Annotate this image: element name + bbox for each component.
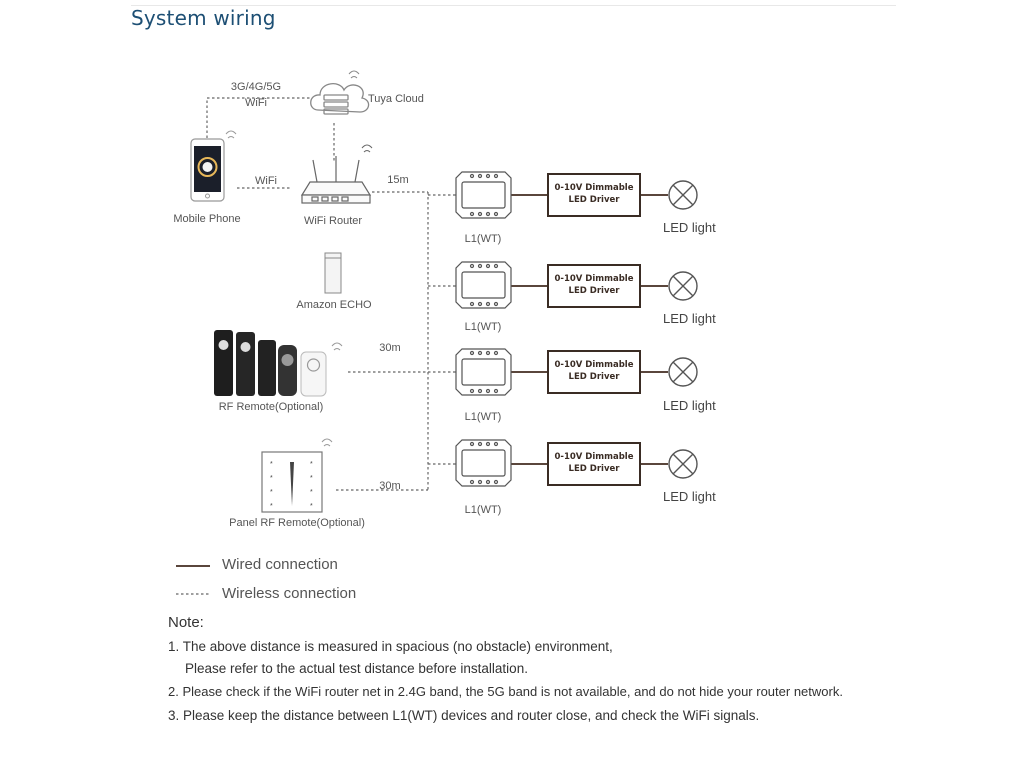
cloud-label: Tuya Cloud xyxy=(368,93,424,105)
panel-remote-label: Panel RF Remote(Optional) xyxy=(229,517,365,529)
svg-text:*: * xyxy=(270,503,273,510)
note-line-1: 1. The above distance is measured in spa… xyxy=(168,639,613,654)
device-label: L1(WT) xyxy=(464,321,502,333)
note-line-3: 3. Please keep the distance between L1(W… xyxy=(168,708,760,723)
wired-lines xyxy=(511,194,668,465)
legend-wireless-label: Wireless connection xyxy=(222,585,357,602)
lamp-icon xyxy=(668,180,698,479)
distance-panel-remote: 30m xyxy=(379,480,401,492)
phone-wifi-label: WiFi xyxy=(255,175,277,187)
rf-remote-label: RF Remote(Optional) xyxy=(218,401,324,413)
led-light-label: LED light xyxy=(663,311,716,326)
cloud-phone-link xyxy=(206,97,312,138)
router-label: WiFi Router xyxy=(303,215,363,227)
phone-icon xyxy=(190,130,237,202)
distance-router: 15m xyxy=(387,174,409,186)
echo-icon xyxy=(324,252,342,294)
svg-text:*: * xyxy=(310,461,313,468)
svg-text:*: * xyxy=(270,475,273,482)
router-icon xyxy=(300,144,373,204)
page-title: System wiring xyxy=(131,6,276,30)
device-label: L1(WT) xyxy=(464,504,502,516)
note-heading: Note: xyxy=(168,614,204,631)
echo-label: Amazon ECHO xyxy=(296,299,372,311)
cloud-icon xyxy=(310,70,370,115)
wireless-lines xyxy=(206,97,456,491)
controller-icon xyxy=(455,171,512,487)
network-label: 3G/4G/5G xyxy=(230,81,282,93)
svg-text:*: * xyxy=(310,503,313,510)
top-rule xyxy=(131,5,896,6)
device-label: L1(WT) xyxy=(464,411,502,423)
distance-rf-remote: 30m xyxy=(379,342,401,354)
note-line-1b: Please refer to the actual test distance… xyxy=(185,661,528,676)
phone-label: Mobile Phone xyxy=(173,213,241,225)
legend-wired-label: Wired connection xyxy=(222,556,338,573)
note-line-2: 2. Please check if the WiFi router net i… xyxy=(168,684,843,699)
device-label: L1(WT) xyxy=(464,233,502,245)
led-light-label: LED light xyxy=(663,220,716,235)
network-wifi-label: WiFi xyxy=(245,97,267,109)
panel-remote-icon: * * * * * * * * xyxy=(261,438,333,513)
svg-text:*: * xyxy=(310,475,313,482)
svg-text:*: * xyxy=(270,489,273,496)
led-light-label: LED light xyxy=(663,398,716,413)
svg-text:*: * xyxy=(270,461,273,468)
svg-text:*: * xyxy=(310,489,313,496)
rf-remote-icon xyxy=(214,330,343,397)
driver-boxes xyxy=(547,173,641,486)
led-light-label: LED light xyxy=(663,489,716,504)
